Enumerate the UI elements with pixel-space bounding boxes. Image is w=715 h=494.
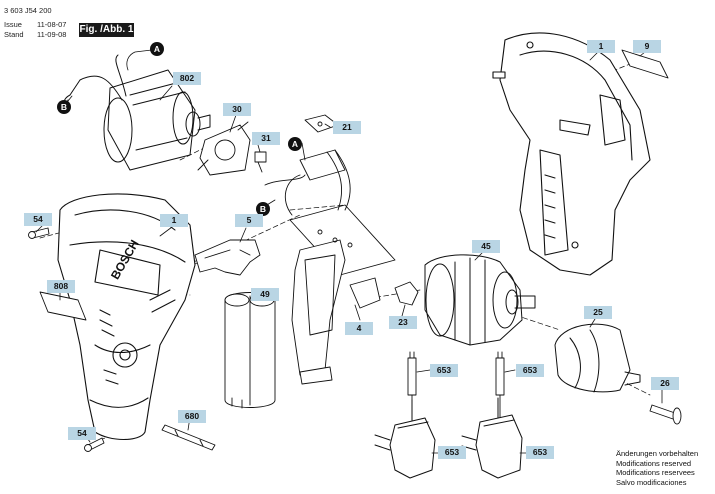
note-de: Änderungen vorbehalten	[616, 449, 699, 458]
figure-title: Fig. /Abb. 1	[79, 23, 134, 37]
part-tag-1-left: 1	[160, 214, 188, 227]
part-tag-26: 26	[651, 377, 679, 390]
part-tag-49: 49	[251, 288, 279, 301]
motor-802	[63, 54, 211, 171]
bit-680	[161, 424, 216, 451]
note-en: Modifications reserved	[616, 458, 692, 468]
nameplate-808	[39, 291, 87, 321]
stand-label: Stand	[4, 30, 24, 39]
part-tag-9: 9	[633, 40, 661, 53]
part-tag-653-charger-right: 653	[526, 446, 554, 459]
clip-5	[194, 239, 261, 276]
label-plate-9	[621, 49, 669, 79]
part-tag-653-plug-right: 653	[516, 364, 544, 377]
screw-54-bottom	[84, 437, 105, 452]
part-tag-21: 21	[333, 121, 361, 134]
part-tag-5: 5	[235, 214, 263, 227]
housing-right-1	[492, 32, 651, 276]
screw-31	[254, 151, 267, 173]
charger-653-left	[374, 399, 436, 479]
note-es: Salvo modificaciones	[616, 477, 687, 487]
lever-23	[394, 281, 419, 306]
modification-notes: Änderungen vorbehalten Modifications res…	[616, 449, 698, 487]
screw-26	[649, 404, 682, 425]
screw-54-top	[28, 227, 50, 239]
marker-b-motor: B	[57, 100, 71, 114]
marker-b-switch: B	[256, 202, 270, 216]
part-tag-1-right: 1	[587, 40, 615, 53]
part-tag-23: 23	[389, 316, 417, 329]
part-tag-25: 25	[584, 306, 612, 319]
marker-a-top: A	[150, 42, 164, 56]
part-tag-808: 808	[47, 280, 75, 293]
part-tag-31: 31	[252, 132, 280, 145]
part-tag-802: 802	[173, 72, 201, 85]
issue-label: Issue	[4, 20, 22, 29]
part-tag-54-bottom: 54	[68, 427, 96, 440]
part-tag-653-plug-left: 653	[430, 364, 458, 377]
bracket-30	[197, 121, 251, 176]
document-number: 3 603 J54 200	[4, 6, 52, 15]
chuck-25	[554, 323, 641, 393]
stand-date: 11-09-08	[37, 30, 67, 39]
part-tag-653-charger-left: 653	[438, 446, 466, 459]
part-tag-30: 30	[223, 103, 251, 116]
note-fr: Modifications reservees	[616, 468, 695, 477]
marker-a-switch: A	[288, 137, 302, 151]
battery-49	[224, 292, 276, 409]
charger-653-right	[461, 397, 523, 479]
part-tag-4: 4	[345, 322, 373, 335]
part-tag-680: 680	[178, 410, 206, 423]
plug-653-right	[495, 351, 505, 421]
issue-date: 11-08-07	[37, 20, 67, 29]
switch-assembly-4	[264, 149, 396, 385]
gearbox-45	[424, 254, 536, 346]
part-tag-54-top: 54	[24, 213, 52, 226]
part-tag-45: 45	[472, 240, 500, 253]
